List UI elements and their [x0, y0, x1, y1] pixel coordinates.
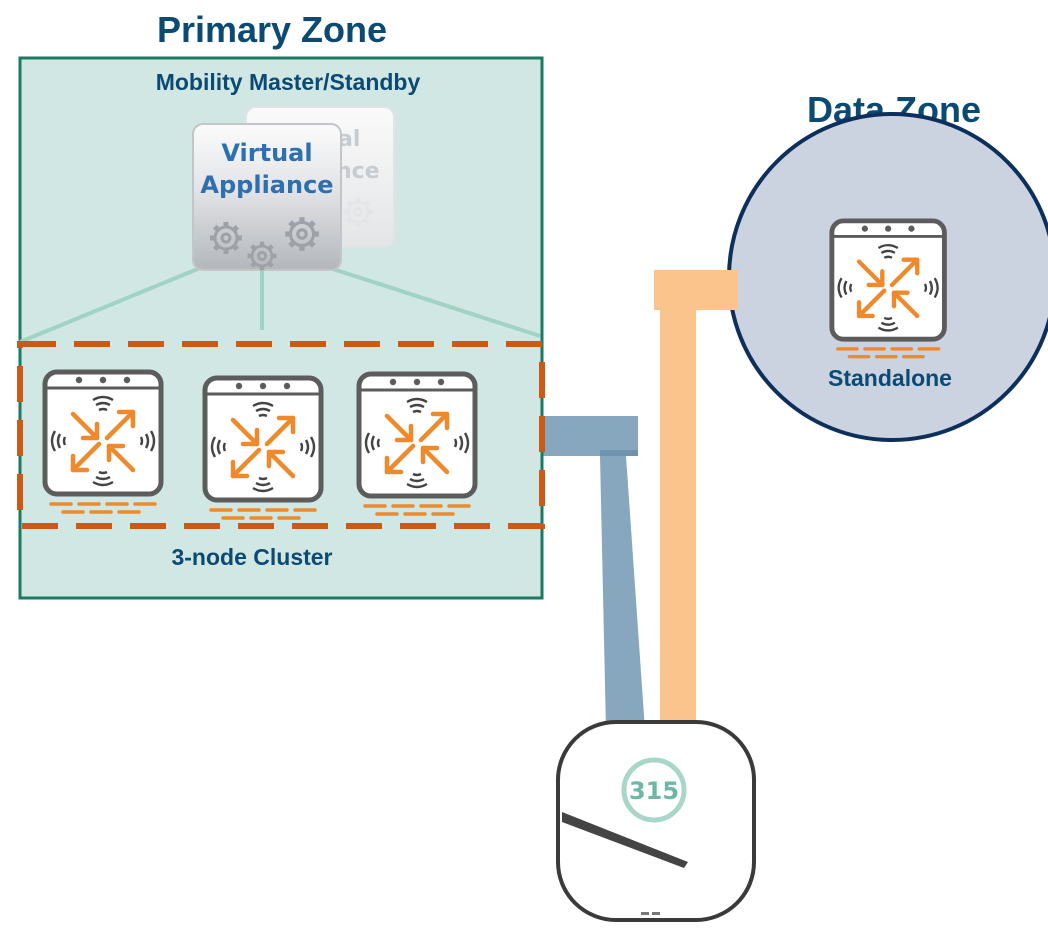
- data-zone-link: [654, 270, 738, 726]
- access-point: 315: [556, 720, 756, 922]
- va-label-line2: Appliance: [200, 171, 333, 199]
- standby-va-label-line2: nce: [336, 159, 380, 184]
- data-zone: Data Zone Standalone: [727, 89, 1048, 442]
- primary-zone: Primary Zone Mobility Master/Standby al …: [17, 9, 545, 600]
- access-point-model: 315: [629, 777, 679, 805]
- standalone-label: Standalone: [828, 365, 952, 391]
- va-connectors: [19, 266, 541, 344]
- cluster-dashed-border: [17, 341, 545, 529]
- access-point-indicator: [641, 912, 660, 915]
- access-point-highlight: [562, 812, 688, 868]
- primary-zone-link: [540, 416, 645, 730]
- primary-zone-title: Primary Zone: [157, 9, 387, 50]
- mobility-master-label: Mobility Master/Standby: [156, 69, 421, 95]
- cluster-controller-1-icon: [45, 372, 161, 512]
- cluster-controller-3-icon: [359, 374, 475, 514]
- access-point-led-ring: [621, 757, 687, 823]
- master-virtual-appliance: Virtual Appliance: [192, 123, 342, 270]
- controller-cluster: [17, 341, 545, 529]
- standby-va-label-line1: al: [338, 127, 360, 152]
- standalone-controller-icon: [832, 221, 945, 357]
- cluster-label: 3-node Cluster: [171, 544, 332, 570]
- cluster-controller-2-icon: [205, 378, 321, 518]
- va-label-line1: Virtual: [221, 139, 312, 167]
